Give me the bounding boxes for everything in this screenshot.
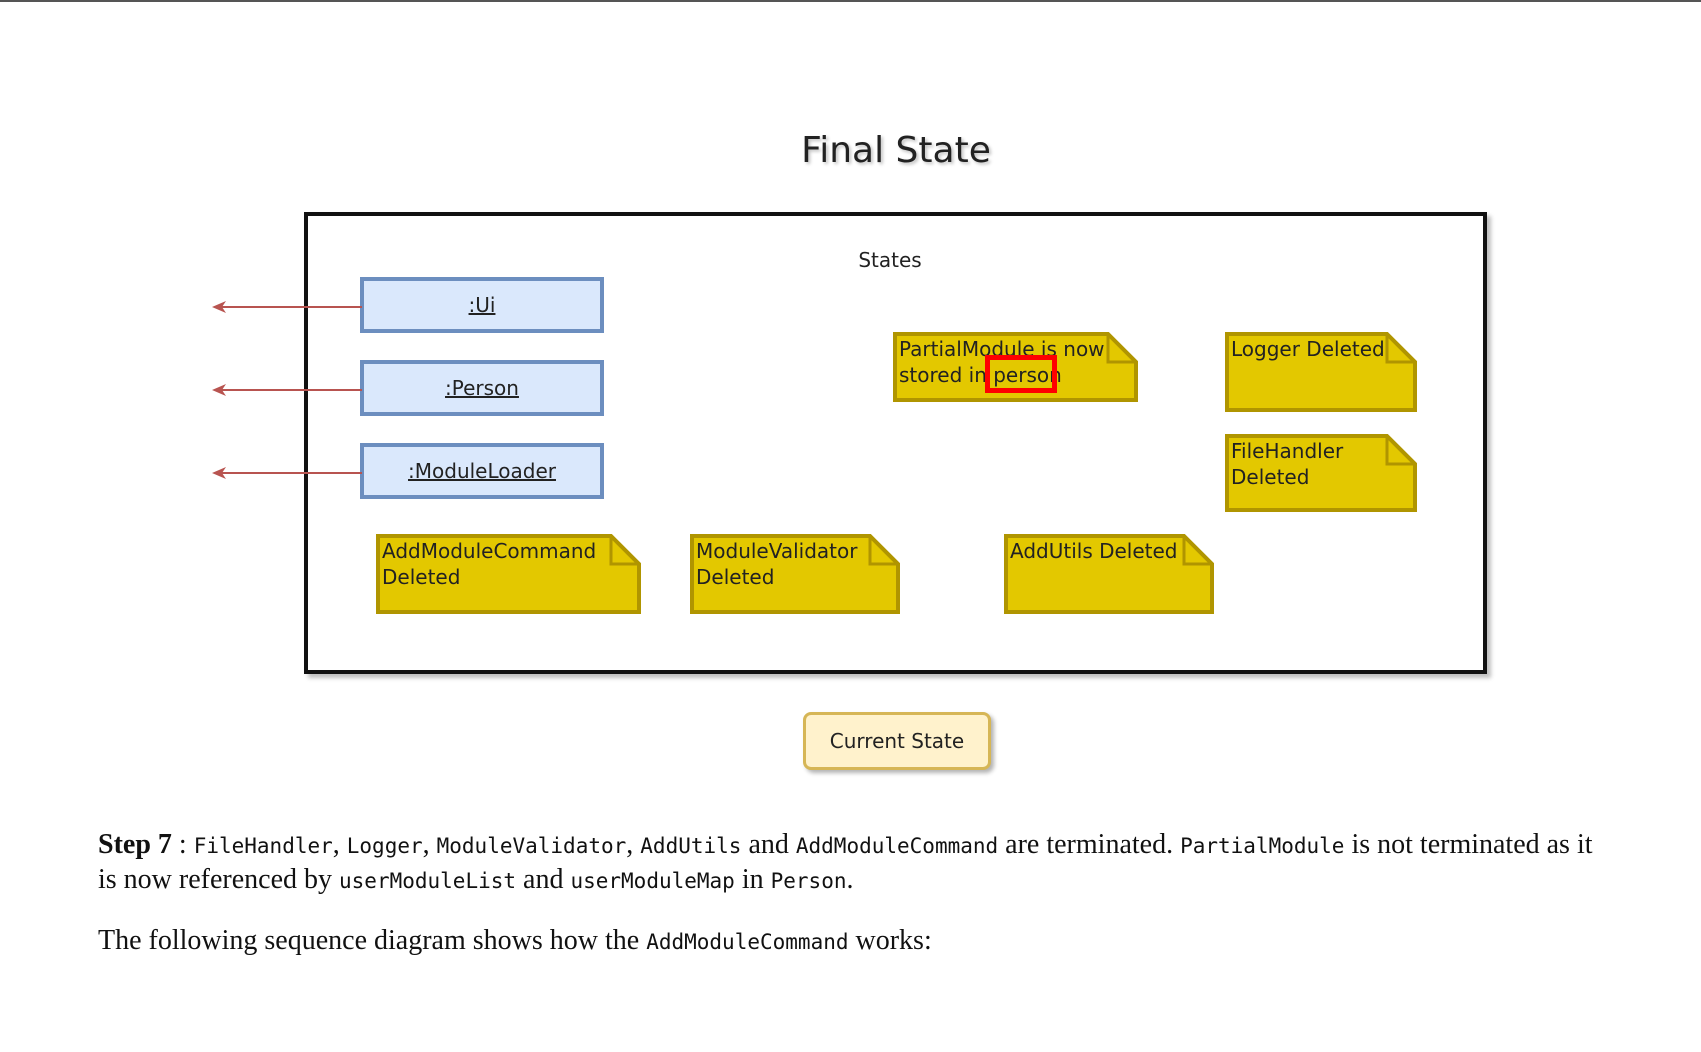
logger-deleted-note: Logger Deleted <box>1225 332 1417 412</box>
partialmodule-note: PartialModule is now stored in person <box>893 332 1138 402</box>
code-person: Person <box>770 869 847 893</box>
diagram-title: Final State <box>801 130 991 171</box>
filehandler-deleted-note: FileHandler Deleted <box>1225 434 1417 512</box>
text-span: are terminated. <box>998 829 1181 860</box>
person-object: :Person <box>360 360 604 416</box>
addmodulecommand-note-line-2: Deleted <box>382 565 461 589</box>
partialmodule-note-line-2: stored in person <box>899 363 1062 387</box>
addmodulecommand-note-line-1: AddModuleCommand <box>382 539 597 563</box>
ui-reference-arrow <box>212 301 362 313</box>
person-reference-arrow <box>212 384 362 396</box>
code-partialmodule: PartialModule <box>1180 834 1345 858</box>
code-addmodulecommand: AddModuleCommand <box>646 930 849 954</box>
step-label: Step 7 <box>98 829 172 860</box>
code-usermodulelist: userModuleList <box>339 869 517 893</box>
modulevalidator-note-line-2: Deleted <box>696 565 775 589</box>
text-span: works: <box>848 925 932 956</box>
code-logger: Logger <box>346 834 423 858</box>
code-usermodulemap: userModuleMap <box>570 869 735 893</box>
text-span: is not terminated as it is now reference… <box>98 829 1593 895</box>
text-span: The following sequence diagram shows how… <box>98 925 647 956</box>
moduleloader-object: :ModuleLoader <box>360 443 604 499</box>
code-modulevalidator: ModuleValidator <box>436 834 627 858</box>
text-span: , <box>422 829 437 860</box>
text-span: , <box>332 829 347 860</box>
logger-note-line-1: Logger Deleted <box>1231 337 1385 361</box>
states-frame-label: States <box>858 248 922 272</box>
text-span: : <box>171 829 194 860</box>
addutils-deleted-note: AddUtils Deleted <box>1004 534 1214 614</box>
ui-object: :Ui <box>360 277 604 333</box>
code-addmodulecommand: AddModuleCommand <box>795 834 999 858</box>
step-7-paragraph: Step 7 : FileHandler, Logger, ModuleVali… <box>98 828 1618 898</box>
text-span: , <box>626 829 641 860</box>
text-span: . <box>846 864 854 895</box>
person-highlight-box <box>985 355 1057 393</box>
modulevalidator-deleted-note: ModuleValidator Deleted <box>690 534 900 614</box>
top-divider <box>0 0 1701 2</box>
text-span: and <box>741 829 796 860</box>
filehandler-note-line-1: FileHandler <box>1231 439 1344 463</box>
addmodulecommand-deleted-note: AddModuleCommand Deleted <box>376 534 641 614</box>
sequence-intro-paragraph: The following sequence diagram shows how… <box>98 924 1618 959</box>
code-addutils: AddUtils <box>640 834 742 858</box>
addutils-note-line-1: AddUtils Deleted <box>1010 539 1178 563</box>
text-span: and <box>516 864 571 895</box>
text-span: in <box>734 864 771 895</box>
current-state-label: Current State <box>803 712 991 770</box>
code-filehandler: FileHandler <box>193 834 333 858</box>
filehandler-note-line-2: Deleted <box>1231 465 1310 489</box>
modulevalidator-note-line-1: ModuleValidator <box>696 539 858 563</box>
moduleloader-reference-arrow <box>212 467 362 479</box>
